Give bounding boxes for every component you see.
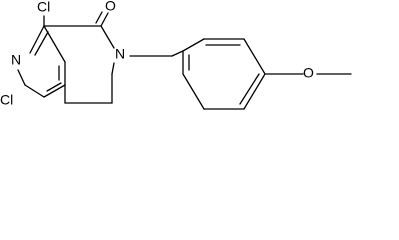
atom-label: Cl <box>0 92 13 108</box>
bond <box>95 11 103 24</box>
atom-labels: Cl O N N Cl O <box>0 0 314 108</box>
bond-lines <box>17 11 352 110</box>
atom-label: N <box>11 52 21 68</box>
bond <box>171 50 184 57</box>
bond <box>243 73 266 110</box>
bond <box>34 31 49 56</box>
atom-label: O <box>303 65 314 81</box>
atom-label: O <box>105 0 116 14</box>
canvas-background <box>0 0 399 137</box>
bond <box>100 25 115 49</box>
bond <box>24 84 45 98</box>
bond <box>182 73 205 110</box>
bond <box>100 12 109 27</box>
bond <box>182 38 205 52</box>
bond <box>243 38 266 75</box>
bond <box>46 82 62 92</box>
atom-label: Cl <box>37 0 50 15</box>
bond <box>239 73 260 105</box>
bond <box>17 69 26 86</box>
bond <box>43 84 66 98</box>
chemical-structure: Cl O N N Cl O <box>0 0 399 137</box>
atom-label: N <box>115 46 125 62</box>
bond <box>111 62 115 75</box>
bond <box>29 25 45 54</box>
